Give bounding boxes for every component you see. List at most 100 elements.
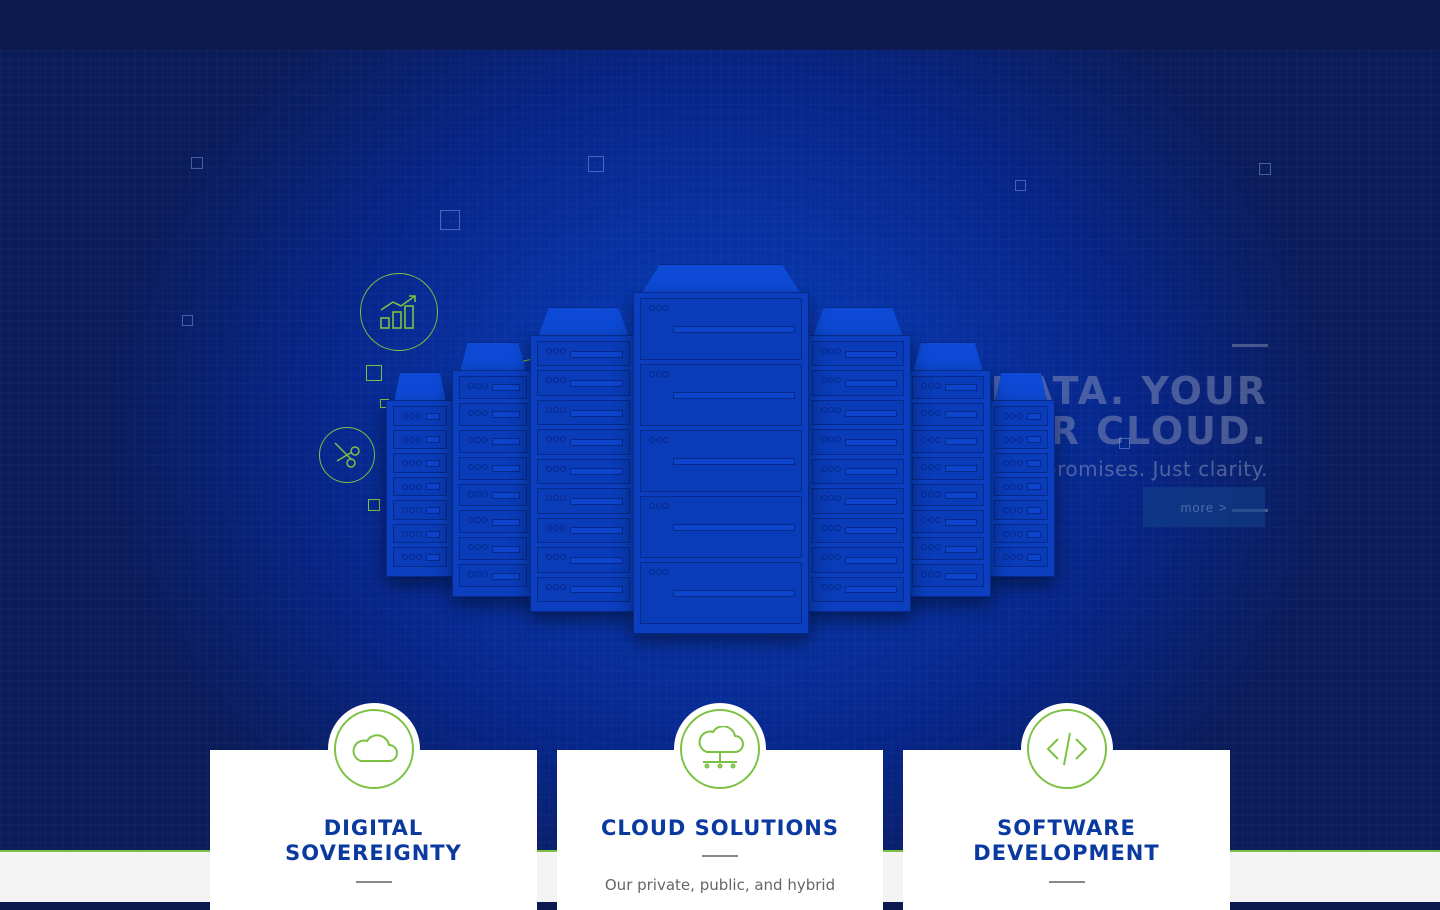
server-slot	[426, 507, 440, 515]
server-led	[663, 437, 669, 443]
server-led	[553, 554, 559, 561]
server-led	[1003, 530, 1009, 537]
decor-square	[588, 156, 604, 172]
server-led	[821, 495, 827, 502]
server-led	[468, 436, 474, 443]
server-led	[821, 406, 827, 413]
server-led	[475, 571, 481, 578]
server-led	[1010, 436, 1016, 443]
top-bar	[0, 0, 1440, 50]
server-led	[402, 413, 408, 419]
server-led	[546, 495, 552, 502]
server-unit	[393, 547, 447, 567]
card-title-line1: SOFTWARE	[997, 816, 1136, 840]
server-led	[546, 377, 552, 384]
server-led	[468, 517, 474, 524]
server-unit	[912, 510, 984, 534]
server-led	[928, 463, 934, 470]
server-slot	[845, 556, 897, 564]
server-slot	[673, 590, 795, 597]
more-button[interactable]: more >	[1143, 487, 1265, 527]
server-unit	[994, 476, 1048, 497]
server-led	[553, 436, 559, 443]
server-unit	[812, 488, 904, 514]
server-led	[928, 517, 934, 524]
card-icon-holder	[1020, 703, 1113, 795]
server-unit	[812, 370, 904, 396]
code-icon	[1026, 709, 1107, 789]
server-led	[475, 544, 481, 551]
server-led	[482, 517, 488, 524]
server-slot	[492, 384, 520, 392]
server-led	[649, 371, 655, 377]
server-led	[835, 377, 841, 384]
card-title-line2: SOVEREIGNTY	[285, 841, 462, 865]
server-slot	[845, 527, 897, 535]
server-led	[553, 348, 559, 354]
server-unit	[812, 517, 904, 544]
growth-chart-icon	[360, 273, 438, 351]
server-slot	[570, 468, 623, 476]
server-led	[468, 409, 474, 416]
server-rack	[805, 335, 911, 612]
server-unit	[537, 488, 630, 514]
card-icon-holder	[674, 703, 766, 795]
server-slot	[1027, 436, 1041, 444]
server-led	[553, 406, 559, 413]
server-slot	[845, 497, 897, 505]
server-unit	[459, 537, 527, 561]
server-unit	[912, 483, 984, 507]
server-led	[409, 460, 415, 467]
server-led	[935, 544, 941, 551]
service-card-software-development[interactable]: SOFTWARE DEVELOPMENT	[903, 703, 1230, 910]
server-led	[475, 409, 481, 416]
server-led	[828, 377, 834, 384]
server-led	[935, 571, 941, 578]
server-led	[663, 503, 669, 509]
service-card-digital-sovereignty[interactable]: DIGITAL SOVEREIGNTY	[210, 703, 537, 910]
server-led	[935, 517, 941, 524]
server-unit	[393, 523, 447, 544]
server-slot	[1027, 412, 1041, 420]
server-led	[821, 377, 827, 384]
server-led	[482, 409, 488, 416]
service-card-cloud-solutions[interactable]: CLOUD SOLUTIONS Our private, public, and…	[557, 703, 883, 910]
server-led	[402, 483, 408, 490]
server-led	[546, 465, 552, 472]
server-rack	[987, 400, 1055, 577]
server-led	[928, 544, 934, 551]
decor-green-square	[368, 499, 380, 511]
server-unit	[459, 402, 527, 426]
server-slot	[426, 483, 440, 491]
server-unit	[994, 500, 1048, 520]
server-slot	[845, 409, 897, 417]
server-led	[1017, 483, 1023, 490]
server-led	[1010, 530, 1016, 537]
server-unit	[537, 547, 630, 573]
server-led	[828, 348, 834, 354]
server-led	[828, 524, 834, 531]
server-unit	[812, 341, 904, 367]
server-led	[468, 571, 474, 578]
server-led	[475, 383, 481, 389]
server-slot	[570, 497, 623, 505]
server-led	[921, 571, 927, 578]
server-unit	[393, 406, 447, 426]
server-led	[560, 436, 566, 443]
server-slot	[492, 545, 520, 553]
server-led	[553, 524, 559, 531]
server-led	[649, 569, 655, 575]
server-slot	[426, 412, 440, 420]
server-led	[468, 383, 474, 389]
server-led	[546, 406, 552, 413]
server-slot	[570, 380, 623, 388]
server-slot	[426, 554, 440, 562]
server-slot	[426, 530, 440, 538]
server-slot	[945, 491, 977, 499]
server-rack	[905, 370, 991, 597]
server-led	[656, 437, 662, 443]
server-unit	[537, 370, 630, 396]
server-led	[921, 544, 927, 551]
server-led	[828, 465, 834, 472]
server-slot	[845, 380, 897, 388]
